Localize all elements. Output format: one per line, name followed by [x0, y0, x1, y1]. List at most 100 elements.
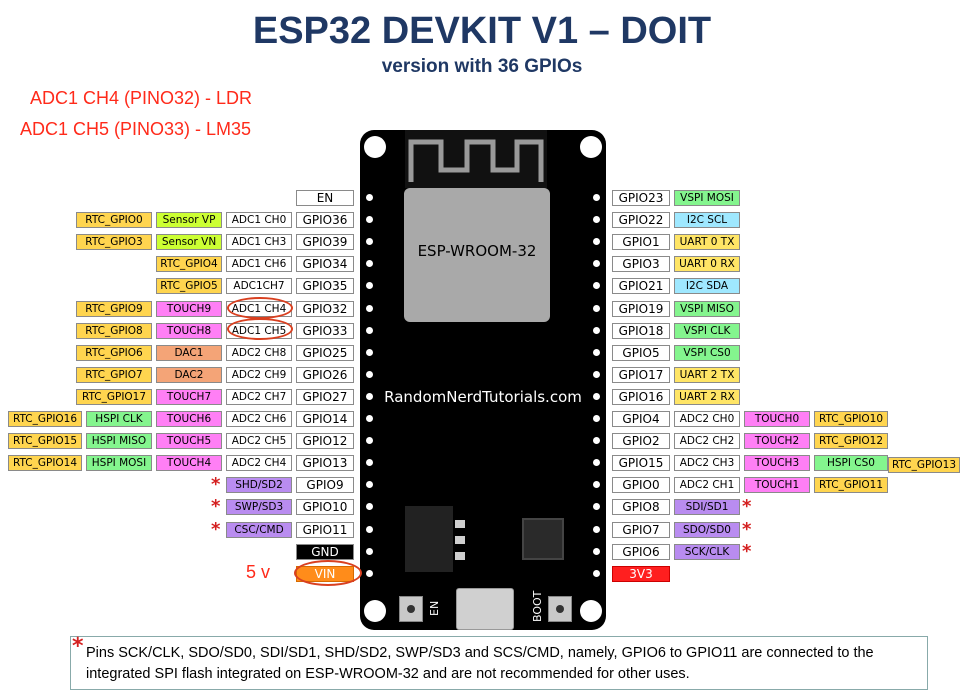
regulator-lead — [455, 536, 465, 544]
pin-function: TOUCH7 — [156, 389, 222, 405]
header-pin — [366, 260, 373, 267]
pin-function: RTC_GPIO7 — [76, 367, 152, 383]
pin-function: TOUCH1 — [744, 477, 810, 493]
pin-label-left: GPIO13 — [296, 455, 354, 471]
header-pin — [366, 216, 373, 223]
pin-function: TOUCH8 — [156, 323, 222, 339]
pin-label-left: GPIO10 — [296, 499, 354, 515]
pin-label-left: GPIO25 — [296, 345, 354, 361]
footer-text: Pins SCK/CLK, SDO/SD0, SDI/SD1, SHD/SD2,… — [86, 645, 874, 682]
header-pin — [366, 459, 373, 466]
regulator-lead — [455, 552, 465, 560]
pin-function: VSPI MOSI — [674, 190, 740, 206]
highlight-adc1-ch4 — [227, 297, 293, 319]
pin-label-left: GPIO11 — [296, 522, 354, 538]
header-pin — [593, 570, 600, 577]
pin-function: RTC_GPIO6 — [76, 345, 152, 361]
pin-function: SDO/SD0 — [674, 522, 740, 538]
pin-function: ADC2 CH1 — [674, 477, 740, 493]
pin-function: HSPI CLK — [86, 411, 152, 427]
regulator-lead — [455, 520, 465, 528]
header-pin — [593, 437, 600, 444]
pin-function: ADC2 CH3 — [674, 455, 740, 471]
pin-function: RTC_GPIO4 — [156, 256, 222, 272]
header-pin — [366, 526, 373, 533]
pin-label-left: GND — [296, 544, 354, 560]
header-pin — [366, 481, 373, 488]
pin-function: ADC2 CH5 — [226, 433, 292, 449]
header-pin — [366, 327, 373, 334]
flash-warning-star: * — [742, 519, 752, 540]
pin-label-right: 3V3 — [612, 566, 670, 582]
pin-function: RTC_GPIO5 — [156, 278, 222, 294]
header-pin — [366, 238, 373, 245]
header-pin — [593, 238, 600, 245]
pin-function: SHD/SD2 — [226, 477, 292, 493]
flash-warning-star: * — [211, 519, 221, 540]
header-pin — [593, 194, 600, 201]
micro-usb-port[interactable] — [456, 588, 514, 630]
pin-label-left: GPIO36 — [296, 212, 354, 228]
pin-function: RTC_GPIO9 — [76, 301, 152, 317]
header-pin — [593, 393, 600, 400]
pin-label-left: GPIO33 — [296, 323, 354, 339]
pin-function: ADC2 CH6 — [226, 411, 292, 427]
pin-function: RTC_GPIO0 — [76, 212, 152, 228]
header-pin — [366, 349, 373, 356]
pin-function: SDI/SD1 — [674, 499, 740, 515]
pin-function: TOUCH9 — [156, 301, 222, 317]
header-pin — [593, 503, 600, 510]
pin-label-right: GPIO22 — [612, 212, 670, 228]
pin-function: TOUCH3 — [744, 455, 810, 471]
footer-note — [70, 636, 928, 690]
header-pin — [366, 415, 373, 422]
pin-function: UART 0 TX — [674, 234, 740, 250]
pin-function: TOUCH0 — [744, 411, 810, 427]
header-pin — [593, 459, 600, 466]
header-pin — [593, 415, 600, 422]
pin-label-right: GPIO1 — [612, 234, 670, 250]
en-button[interactable] — [399, 596, 423, 622]
pin-label-right: GPIO19 — [612, 301, 670, 317]
pin-function: RTC_GPIO10 — [814, 411, 888, 427]
header-pin — [593, 371, 600, 378]
boot-button[interactable] — [548, 596, 572, 622]
pin-function: ADC1 CH0 — [226, 212, 292, 228]
pin-label-left: GPIO34 — [296, 256, 354, 272]
pin-label-right: GPIO4 — [612, 411, 670, 427]
pin-function: UART 2 RX — [674, 389, 740, 405]
header-pin — [593, 282, 600, 289]
antenna-trace-icon — [408, 139, 544, 182]
usb-uart-chip — [522, 518, 564, 560]
pin-function: DAC2 — [156, 367, 222, 383]
pin-function: ADC2 CH0 — [674, 411, 740, 427]
pin-function: RTC_GPIO17 — [76, 389, 152, 405]
pin-function: ADC1CH7 — [226, 278, 292, 294]
flash-warning-star: * — [742, 541, 752, 562]
pin-function: UART 2 TX — [674, 367, 740, 383]
pin-function: HSPI MISO — [86, 433, 152, 449]
pin-function: ADC2 CH4 — [226, 455, 292, 471]
header-pin — [366, 503, 373, 510]
pin-function: RTC_GPIO3 — [76, 234, 152, 250]
pin-function: VSPI CS0 — [674, 345, 740, 361]
boot-button-label: BOOT — [531, 590, 544, 622]
pin-function: TOUCH6 — [156, 411, 222, 427]
pin-function: RTC_GPIO16 — [8, 411, 82, 427]
pin-label-left: GPIO9 — [296, 477, 354, 493]
pin-label-left: GPIO14 — [296, 411, 354, 427]
page-subtitle: version with 36 GPIOs — [381, 56, 583, 77]
header-pin — [366, 282, 373, 289]
pin-function: I2C SCL — [674, 212, 740, 228]
pin-label-left: EN — [296, 190, 354, 206]
pin-function: DAC1 — [156, 345, 222, 361]
highlight-adc1-ch5 — [227, 318, 293, 340]
pin-label-right: GPIO15 — [612, 455, 670, 471]
header-pin — [593, 327, 600, 334]
pin-function: ADC1 CH3 — [226, 234, 292, 250]
pin-function: ADC2 CH8 — [226, 345, 292, 361]
header-pin — [593, 548, 600, 555]
header-pin — [593, 481, 600, 488]
pin-label-right: GPIO5 — [612, 345, 670, 361]
pin-function: RTC_GPIO15 — [8, 433, 82, 449]
